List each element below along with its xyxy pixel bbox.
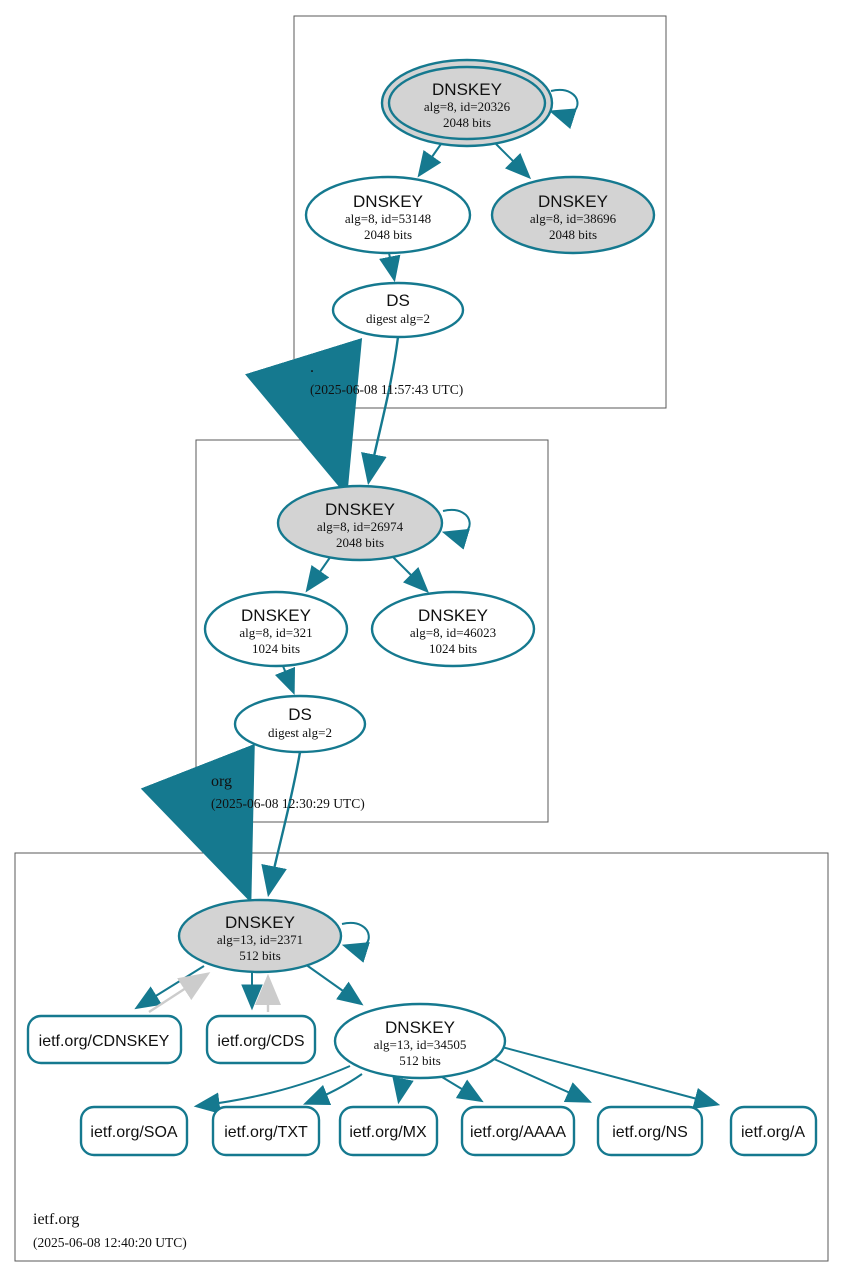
edge-ietf-zsk-to-a xyxy=(501,1046,721,1109)
node-org-ksk-detail: alg=8, id=26974 xyxy=(317,519,404,534)
node-org-zsk-title: DNSKEY xyxy=(241,606,311,625)
node-ietf-aaaa-label: ietf.org/AAAA xyxy=(470,1124,566,1141)
zone-org-timestamp: (2025-06-08 12:30:29 UTC) xyxy=(211,796,365,811)
zone-box-ietf-org xyxy=(14,852,829,1262)
zone-ietf-label: ietf.org xyxy=(33,1211,79,1228)
node-ietf-soa: ietf.org/SOA xyxy=(79,1105,189,1157)
edge-org-ksk-to-key2 xyxy=(392,556,430,594)
edge-ietf-cdnskey-to-ksk-gray xyxy=(148,972,211,1014)
edge-org-ds-to-ietf-ksk xyxy=(261,751,302,898)
node-org-ds-title: DS xyxy=(288,705,312,724)
zone-root-label: . xyxy=(310,359,314,376)
edge-ietf-zsk-to-ns xyxy=(493,1058,592,1103)
node-ietf-cdnskey-label: ietf.org/CDNSKEY xyxy=(39,1033,170,1050)
node-ietf-mx-label: ietf.org/MX xyxy=(349,1124,427,1141)
node-ietf-ksk: DNSKEY alg=13, id=2371 512 bits xyxy=(177,898,343,974)
node-ietf-ns: ietf.org/NS xyxy=(596,1105,704,1157)
zone-ietf-timestamp: (2025-06-08 12:40:20 UTC) xyxy=(33,1235,187,1250)
node-org-zsk-bits: 1024 bits xyxy=(252,641,300,656)
node-org-ksk-bits: 2048 bits xyxy=(336,535,384,550)
node-root-key2-detail: alg=8, id=38696 xyxy=(530,211,617,226)
node-org-ksk-title: DNSKEY xyxy=(325,500,395,519)
node-org-ds: DS digest alg=2 xyxy=(233,694,367,754)
zone-root: DNSKEY alg=8, id=20326 2048 bits DNSKEY … xyxy=(304,58,656,397)
node-root-key2: DNSKEY alg=8, id=38696 2048 bits xyxy=(490,175,656,255)
edge-ietf-ksk-selfsign xyxy=(341,921,370,963)
edge-ietf-zsk-to-aaaa xyxy=(441,1076,484,1103)
zone-org: DNSKEY alg=8, id=26974 2048 bits DNSKEY … xyxy=(203,484,536,811)
edge-ietf-ksk-to-cdnskey xyxy=(134,965,205,1010)
node-root-zsk-detail: alg=8, id=53148 xyxy=(345,211,431,226)
node-root-ds: DS digest alg=2 xyxy=(331,281,465,339)
node-ietf-a-label: ietf.org/A xyxy=(741,1124,805,1141)
node-ietf-cdnskey: ietf.org/CDNSKEY xyxy=(26,1014,183,1065)
node-org-zsk-detail: alg=8, id=321 xyxy=(239,625,312,640)
edge-org-ksk-to-zsk xyxy=(305,555,332,593)
node-ietf-cds: ietf.org/CDS xyxy=(205,1014,317,1065)
node-root-zsk-title: DNSKEY xyxy=(353,192,423,211)
edge-ietf-zsk-to-soa xyxy=(193,1065,351,1115)
node-org-key2-detail: alg=8, id=46023 xyxy=(410,625,496,640)
node-ietf-mx: ietf.org/MX xyxy=(338,1105,439,1157)
edge-root-ksk-selfsign xyxy=(548,88,579,129)
node-ietf-ksk-title: DNSKEY xyxy=(225,913,295,932)
zone-box-org xyxy=(195,439,549,823)
node-root-ksk-title: DNSKEY xyxy=(432,80,502,99)
node-root-ds-detail: digest alg=2 xyxy=(366,311,430,326)
node-root-ds-title: DS xyxy=(386,291,410,310)
edge-org-zsk-to-ds xyxy=(274,665,296,696)
edge-org-ksk-selfsign xyxy=(441,508,471,550)
zone-box-root xyxy=(293,15,667,409)
node-org-key2: DNSKEY alg=8, id=46023 1024 bits xyxy=(370,590,536,668)
edge-root-zone-to-org-zone xyxy=(245,337,363,497)
node-root-key2-title: DNSKEY xyxy=(538,192,608,211)
node-ietf-aaaa: ietf.org/AAAA xyxy=(460,1105,576,1157)
zone-org-label: org xyxy=(211,773,232,790)
node-root-ksk: DNSKEY alg=8, id=20326 2048 bits xyxy=(380,58,554,148)
node-root-ksk-detail: alg=8, id=20326 xyxy=(424,99,511,114)
node-ietf-cds-label: ietf.org/CDS xyxy=(217,1033,304,1050)
edge-ietf-ksk-to-zsk xyxy=(304,963,364,1006)
node-ietf-soa-label: ietf.org/SOA xyxy=(90,1124,177,1141)
edge-ietf-zsk-to-txt xyxy=(302,1073,363,1106)
node-ietf-a: ietf.org/A xyxy=(729,1105,818,1157)
node-org-ds-detail: digest alg=2 xyxy=(268,725,332,740)
node-ietf-ksk-detail: alg=13, id=2371 xyxy=(217,932,303,947)
edge-root-zsk-to-ds xyxy=(379,252,401,283)
node-org-key2-bits: 1024 bits xyxy=(429,641,477,656)
node-ietf-zsk-title: DNSKEY xyxy=(385,1018,455,1037)
edge-ietf-zsk-to-mx xyxy=(392,1076,414,1105)
edge-root-ds-to-org-ksk xyxy=(361,336,400,486)
node-org-zsk: DNSKEY alg=8, id=321 1024 bits xyxy=(203,590,349,668)
node-org-key2-title: DNSKEY xyxy=(418,606,488,625)
node-root-ksk-bits: 2048 bits xyxy=(443,115,491,130)
node-ietf-txt-label: ietf.org/TXT xyxy=(224,1124,308,1141)
node-root-zsk-bits: 2048 bits xyxy=(364,227,412,242)
node-ietf-txt: ietf.org/TXT xyxy=(211,1105,321,1157)
node-org-ksk: DNSKEY alg=8, id=26974 2048 bits xyxy=(276,484,444,562)
node-ietf-ns-label: ietf.org/NS xyxy=(612,1124,688,1141)
edge-root-ksk-to-key2 xyxy=(495,143,532,180)
edge-org-zone-to-ietf-zone xyxy=(140,743,255,904)
node-ietf-zsk: DNSKEY alg=13, id=34505 512 bits xyxy=(333,1002,507,1080)
node-root-key2-bits: 2048 bits xyxy=(549,227,597,242)
node-ietf-ksk-bits: 512 bits xyxy=(239,948,281,963)
node-root-zsk: DNSKEY alg=8, id=53148 2048 bits xyxy=(304,175,472,255)
node-ietf-zsk-bits: 512 bits xyxy=(399,1053,441,1068)
edge-root-ksk-to-zsk xyxy=(417,143,442,178)
zone-root-timestamp: (2025-06-08 11:57:43 UTC) xyxy=(310,382,463,397)
zone-ietf-org: DNSKEY alg=13, id=2371 512 bits ietf.org… xyxy=(26,898,818,1250)
node-ietf-zsk-detail: alg=13, id=34505 xyxy=(374,1037,467,1052)
